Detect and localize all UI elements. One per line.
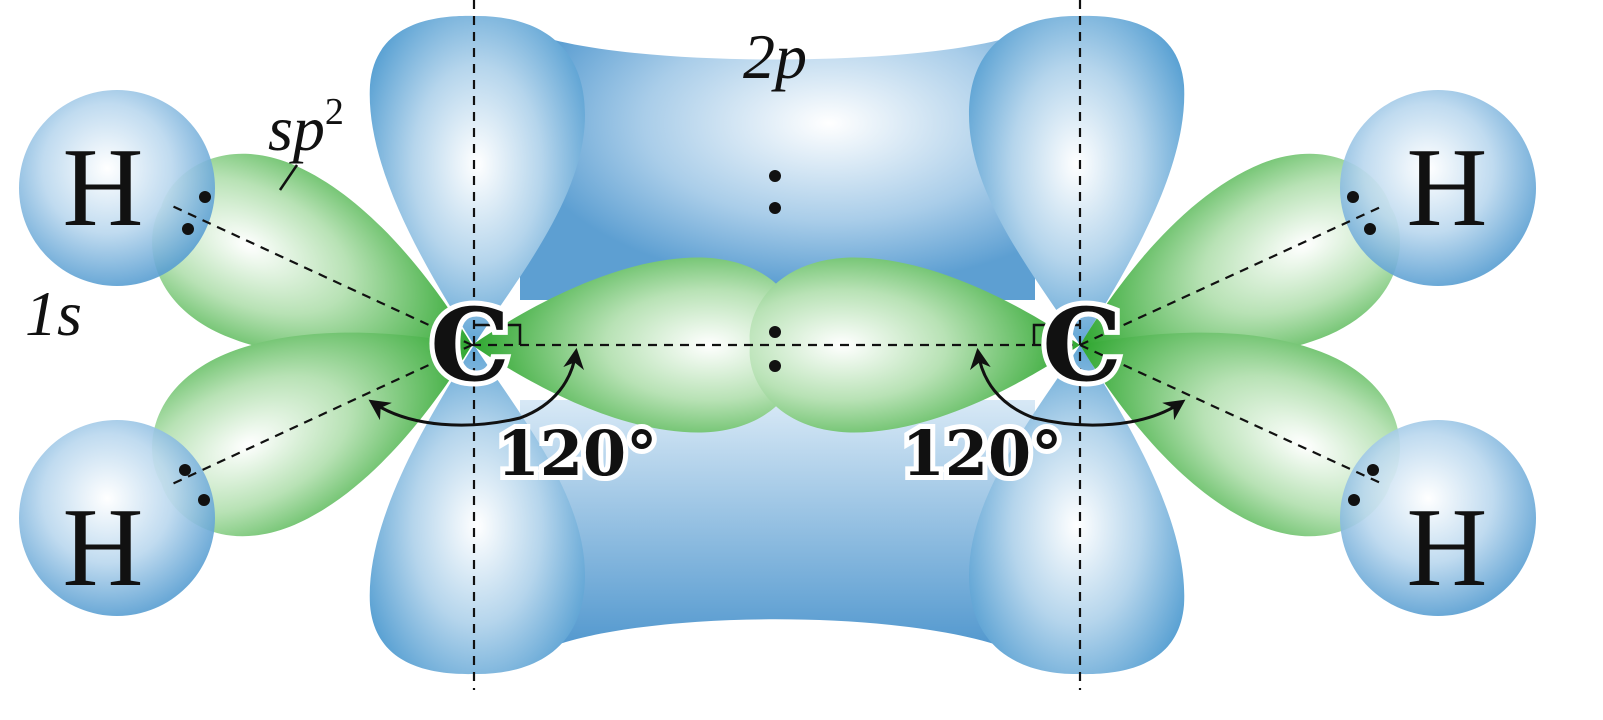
angle-arc-right <box>969 347 1186 427</box>
hydrogen-label-top-right: H <box>1407 126 1488 250</box>
carbon-label-right: C <box>1042 286 1122 404</box>
pi-electron <box>769 202 781 214</box>
p-orbital-label: 2p <box>743 21 807 92</box>
sp2-label-base: sp <box>268 93 325 164</box>
c-h-axis-top-left <box>169 204 473 346</box>
sigma-electron <box>769 360 781 372</box>
angle-arc-left <box>368 347 585 427</box>
pi-bond-bottom-band <box>520 400 1035 662</box>
electron-pairs <box>179 170 1379 506</box>
sigma-electron <box>769 326 781 338</box>
pi-bond-top-band <box>520 28 1035 300</box>
ch-electron <box>179 464 191 476</box>
ch-electron <box>1347 191 1359 203</box>
h-1s-orbital-top-right <box>1340 90 1536 286</box>
s-orbital-label: 1s <box>25 278 82 349</box>
ch-electron <box>1348 494 1360 506</box>
hydrogen-label-bottom-right: H <box>1407 486 1488 610</box>
hydrogen-label-top-left: H <box>63 126 144 250</box>
right-angle-marker-left <box>474 323 522 345</box>
carbon-label-left: C <box>430 286 510 404</box>
hydrogen-label-bottom-left: H <box>63 486 144 610</box>
sp2-label: sp2 <box>268 91 344 164</box>
ch-electron <box>182 223 194 235</box>
c-h-axis-top-right <box>1079 204 1386 346</box>
h-1s-orbital-top-left <box>19 90 215 286</box>
pi-electron <box>769 170 781 182</box>
bond-angle-label-left: 120° <box>497 417 657 490</box>
h-1s-orbital-bottom-left <box>19 420 215 616</box>
ch-electron <box>199 191 211 203</box>
ch-electron <box>1364 223 1376 235</box>
bond-angle-label-right: 120° <box>902 417 1062 490</box>
sp2-label-exponent: 2 <box>325 91 344 133</box>
h-1s-orbital-bottom-right <box>1340 420 1536 616</box>
sp2-label-pointer <box>278 164 299 191</box>
right-angle-marker-right <box>1032 323 1080 345</box>
ch-electron <box>1367 464 1379 476</box>
ch-electron <box>198 494 210 506</box>
